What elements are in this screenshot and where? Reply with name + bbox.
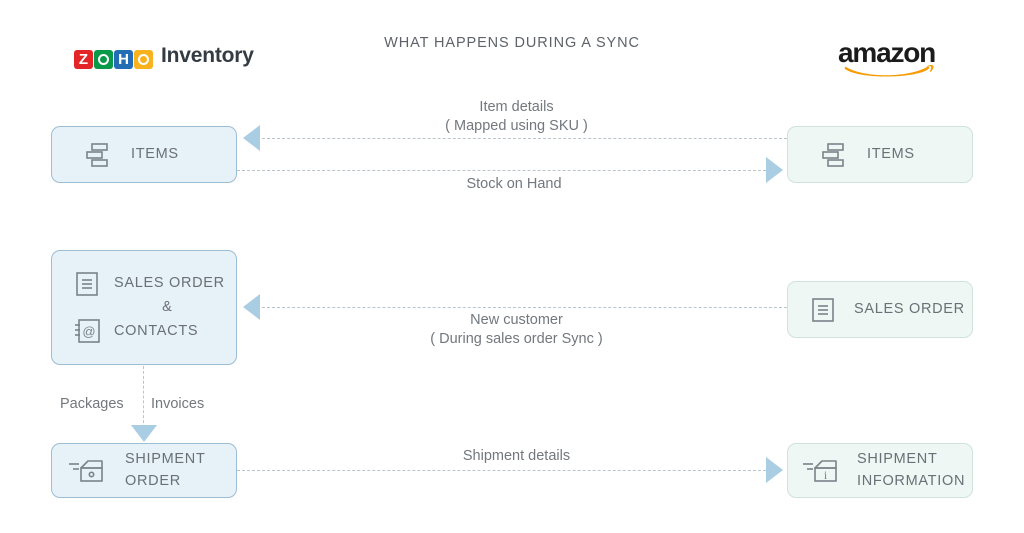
connector-shipment-details-label: Shipment details	[405, 447, 628, 466]
node-shipment-order-zoho-line2: ORDER	[125, 472, 181, 489]
connector-packages-invoices-arrow	[131, 425, 157, 442]
connector-new-customer-line2: ( During sales order Sync )	[430, 331, 603, 347]
node-sales-order-contacts-zoho[interactable]: SALES ORDER & @ CONTACTS	[51, 250, 237, 365]
contacts-row: @ CONTACTS	[70, 317, 236, 345]
zoho-inventory-wordmark: Inventory	[161, 44, 254, 67]
items-list-icon	[85, 142, 109, 168]
node-shipment-information-amazon[interactable]: i SHIPMENT INFORMATION	[787, 443, 973, 498]
zoho-logo-mark: Z H	[74, 43, 154, 69]
page-title: WHAT HAPPENS DURING A SYNC	[384, 35, 640, 51]
node-contacts-label: CONTACTS	[114, 322, 199, 339]
connector-item-details-label: Item details ( Mapped using SKU )	[380, 98, 653, 136]
connector-invoices-label: Invoices	[151, 396, 205, 412]
items-list-icon	[821, 142, 845, 168]
node-sales-order-amazon-label: SALES ORDER	[854, 300, 965, 317]
connector-new-customer-label: New customer ( During sales order Sync )	[390, 311, 643, 349]
node-items-zoho-label: ITEMS	[131, 145, 179, 162]
amazon-logo: amazon	[838, 37, 942, 77]
shipment-box-info-icon: i	[802, 456, 842, 486]
connector-new-customer-line1: New customer	[470, 312, 563, 328]
connector-item-details-arrow	[243, 125, 260, 151]
zoho-tile-o-green	[94, 50, 113, 69]
node-shipment-information-line1: SHIPMENT	[857, 451, 938, 468]
connector-stock-on-hand-arrow	[766, 157, 783, 183]
connector-packages-invoices-line	[143, 366, 144, 428]
zoho-tile-h: H	[114, 50, 133, 69]
connector-stock-on-hand-line	[237, 170, 766, 171]
node-sales-order-amazon[interactable]: SALES ORDER	[787, 281, 973, 338]
node-items-amazon-label: ITEMS	[867, 145, 915, 162]
zoho-inventory-logo: Z H Inventory	[74, 41, 254, 71]
node-shipment-information-label: SHIPMENT INFORMATION	[857, 449, 965, 491]
zoho-tile-z: Z	[74, 50, 93, 69]
shipment-box-icon	[68, 456, 108, 486]
connector-stock-on-hand-line1: Stock on Hand	[466, 176, 562, 192]
contacts-at-icon: @	[70, 317, 104, 345]
svg-text:i: i	[824, 468, 828, 482]
amazon-smile-icon	[844, 64, 934, 77]
connector-item-details-line	[262, 138, 787, 139]
node-sales-order-label: SALES ORDER	[114, 275, 225, 292]
document-lines-icon	[70, 270, 104, 298]
connector-shipment-details-arrow	[766, 457, 783, 483]
node-items-amazon[interactable]: ITEMS	[787, 126, 973, 183]
node-shipment-order-zoho[interactable]: SHIPMENT ORDER	[51, 443, 237, 498]
connector-item-details-line2: ( Mapped using SKU )	[445, 118, 588, 134]
connector-new-customer-line	[262, 307, 787, 308]
connector-packages-label: Packages	[60, 396, 124, 412]
amazon-wordmark: amazon	[838, 37, 936, 68]
connector-shipment-details-line	[237, 470, 766, 471]
connector-stock-on-hand-label: Stock on Hand	[420, 175, 608, 194]
sales-order-row: SALES ORDER	[70, 270, 236, 298]
zoho-tile-o-yellow	[134, 50, 153, 69]
connector-new-customer-arrow	[243, 294, 260, 320]
node-shipment-order-zoho-line1: SHIPMENT	[125, 451, 206, 468]
node-shipment-information-line2: INFORMATION	[857, 472, 966, 489]
node-sales-order-ampersand: &	[162, 298, 172, 315]
node-shipment-order-zoho-label: SHIPMENT ORDER	[125, 449, 206, 491]
node-items-zoho[interactable]: ITEMS	[51, 126, 237, 183]
connector-item-details-line1: Item details	[479, 99, 554, 115]
document-lines-icon	[810, 296, 836, 324]
connector-shipment-details-line1: Shipment details	[462, 448, 571, 464]
svg-text:@: @	[82, 324, 95, 339]
